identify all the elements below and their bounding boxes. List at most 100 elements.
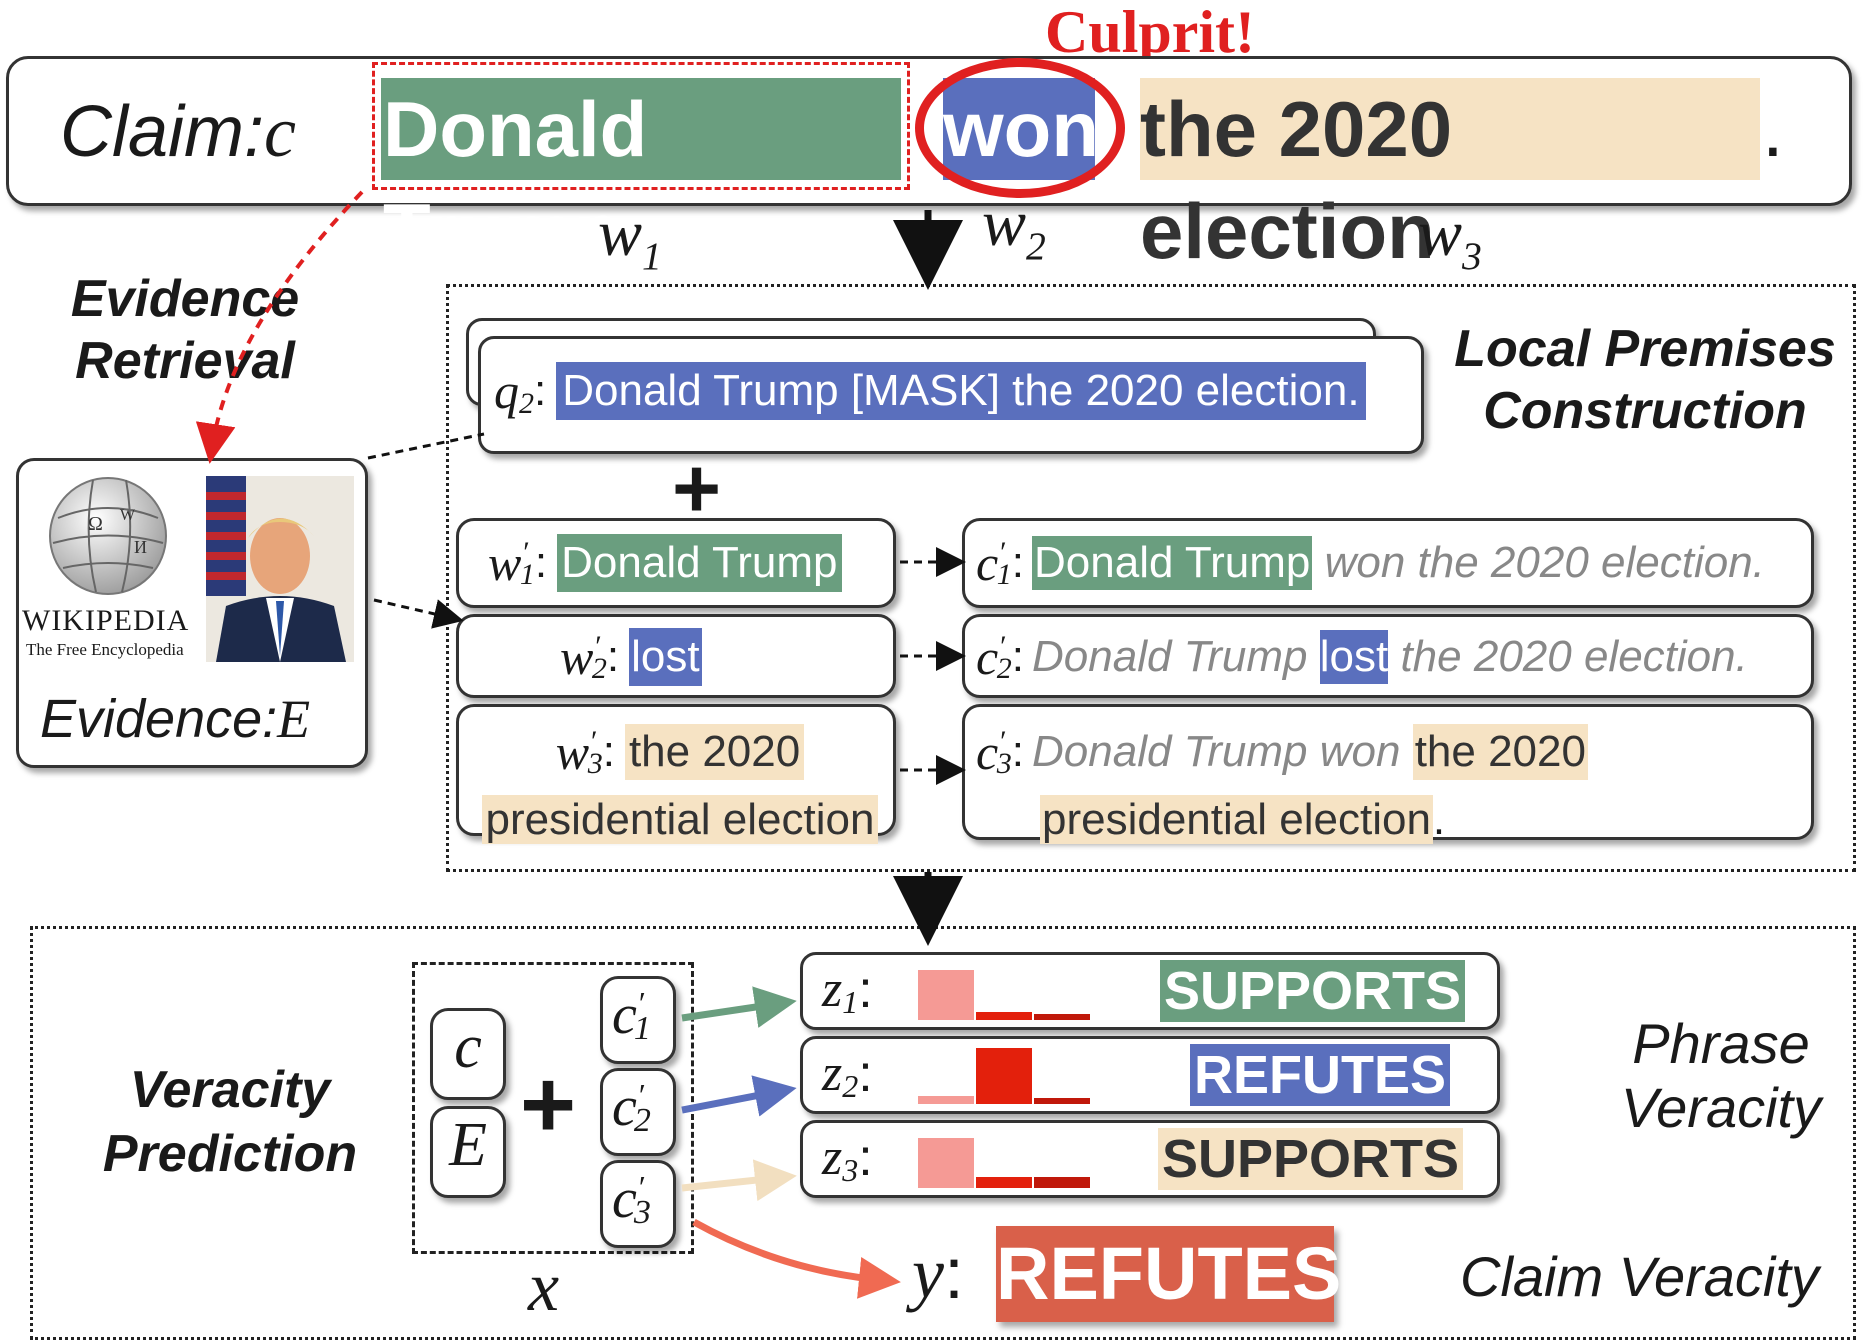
claim-prefix: Claim: — [60, 92, 265, 172]
local-premises-label: Local Premises Construction — [1440, 318, 1850, 442]
phrase2-var: w — [560, 629, 594, 685]
premise3-end: . — [1432, 795, 1446, 844]
claim-w3: the 2020 election — [1140, 78, 1760, 275]
y-colon: : — [943, 1233, 964, 1314]
z2-var: z — [822, 1045, 843, 1102]
z2-colon: : — [858, 1044, 873, 1103]
premise3-colon: : — [1011, 727, 1024, 776]
phrase2-colon: : — [606, 632, 620, 681]
claim-w1-dashed-box — [372, 62, 910, 190]
premise2-var: c — [976, 629, 999, 685]
phrase-veracity-line2: Veracity — [1620, 1076, 1822, 1139]
prob-bar-3-3 — [1034, 1177, 1090, 1188]
arrow-to-y — [692, 1218, 901, 1299]
phrase2-sub: 2 — [591, 652, 607, 685]
cvar3-sub: 3 — [633, 1194, 651, 1231]
phrase3-colon: : — [602, 727, 615, 776]
w1-var: w — [598, 197, 643, 270]
arrow-evidence-to-phrases — [373, 598, 464, 629]
w1-sub: 1 — [642, 234, 662, 279]
word-label-w3: w3 — [1418, 196, 1482, 279]
premise3-hl2: presidential election — [1040, 795, 1433, 844]
premise2-pre: Donald Trump — [1032, 632, 1320, 681]
culprit-circle — [915, 58, 1125, 198]
svg-text:И: И — [134, 537, 147, 557]
cvar-3: c′3 — [612, 1166, 651, 1232]
z1-label: SUPPORTS — [1160, 960, 1466, 1022]
y-var: y — [912, 1233, 944, 1313]
input-c: c — [454, 1013, 482, 1081]
claim-veracity-label: Claim Veracity — [1460, 1245, 1819, 1308]
premise3-line1: c′3: Donald Trump won the 2020 — [976, 712, 1588, 792]
local-premises-region — [446, 284, 1856, 872]
w2-var: w — [982, 187, 1027, 260]
claim-period: . — [1762, 85, 1784, 173]
prob-bar-1-2 — [976, 1012, 1032, 1020]
phrase-veracity-label: Phrase Veracity — [1596, 1012, 1846, 1140]
cvar3-prime: ′ — [636, 1168, 644, 1205]
cvar2-prime: ′ — [636, 1076, 644, 1113]
z1-var: z — [822, 961, 843, 1018]
arrow-evidence-retrieval — [195, 190, 364, 464]
cvar1-sub: 1 — [633, 1010, 651, 1047]
dotted-evidence-to-query — [367, 432, 485, 460]
premise1-hl: Donald Trump — [1032, 536, 1313, 590]
wikipedia-tagline: The Free Encyclopedia — [26, 640, 184, 659]
phrase1-text: Donald Trump — [557, 534, 842, 592]
cvar3-var: c — [612, 1168, 637, 1230]
evidence-var: E — [277, 689, 311, 749]
y-row: y: — [912, 1232, 964, 1315]
phrase3-text2: presidential election — [481, 795, 879, 844]
word-label-w1: w1 — [598, 196, 662, 279]
svg-text:Ω: Ω — [88, 513, 103, 535]
z1-colon: : — [858, 960, 873, 1019]
premise3-var: c — [976, 724, 999, 780]
phrase3-prime: ′ — [589, 725, 596, 758]
phrase-row-2: w′2: lost — [560, 624, 702, 690]
cvar1-var: c — [612, 984, 637, 1046]
input-e-box — [430, 1106, 506, 1198]
arrow-c3-z3 — [681, 1159, 797, 1202]
z2-label: REFUTES — [1190, 1044, 1451, 1106]
phrase3-line1: w′3: the 2020 — [470, 712, 890, 792]
phrase1-colon: : — [534, 538, 548, 587]
premise3-sub: 3 — [996, 747, 1012, 780]
wikipedia-wordmark: WIKIPEDIA — [22, 604, 190, 637]
cvar2-sub: 2 — [633, 1102, 651, 1139]
arrow-c2-z2 — [681, 1075, 797, 1117]
prob-bar-3-2 — [976, 1177, 1032, 1188]
cvar-1: c′1 — [612, 982, 651, 1048]
premise3-hl1: the 2020 — [1412, 724, 1588, 780]
wikipedia-globe-icon: Ω W И — [38, 468, 178, 598]
local-premises-line1: Local Premises — [1454, 320, 1836, 378]
z3-colon: : — [858, 1128, 873, 1187]
prob-bar-1-1 — [918, 970, 974, 1020]
w3-sub: 3 — [1462, 234, 1482, 279]
premise1-var: c — [976, 535, 999, 591]
premise-row-1: c′1: Donald Trump won the 2020 election. — [976, 530, 1765, 596]
premise2-sub: 2 — [996, 652, 1012, 685]
prob-bar-3-1 — [918, 1138, 974, 1188]
phrase3-sub: 3 — [587, 747, 603, 780]
premise1-prime: ′ — [998, 536, 1005, 569]
z3-sub: 3 — [842, 1152, 859, 1188]
phrase3-var: w — [555, 724, 590, 780]
premise2-prime: ′ — [998, 630, 1005, 663]
query-sub: 2 — [519, 387, 534, 420]
evidence-retrieval-line1: Evidence — [70, 270, 300, 328]
premise1-colon: : — [1011, 538, 1024, 587]
phrase1-prime: ′ — [521, 536, 528, 569]
phrase2-prime: ′ — [593, 630, 600, 663]
phrase3-line2: presidential election — [470, 792, 890, 848]
evidence-retrieval-label: Evidence Retrieval — [40, 268, 330, 392]
phrase-row-3: w′3: the 2020 presidential election — [470, 712, 890, 848]
word-label-w2: w2 — [982, 186, 1046, 269]
w3-var: w — [1418, 197, 1463, 270]
cvar-box-1 — [600, 976, 676, 1064]
phrase2-text: lost — [629, 628, 702, 686]
prob-bar-2-3 — [1034, 1098, 1090, 1104]
prob-bar-2-1 — [918, 1096, 974, 1104]
premise3-line2: presidential election. — [976, 792, 1588, 848]
